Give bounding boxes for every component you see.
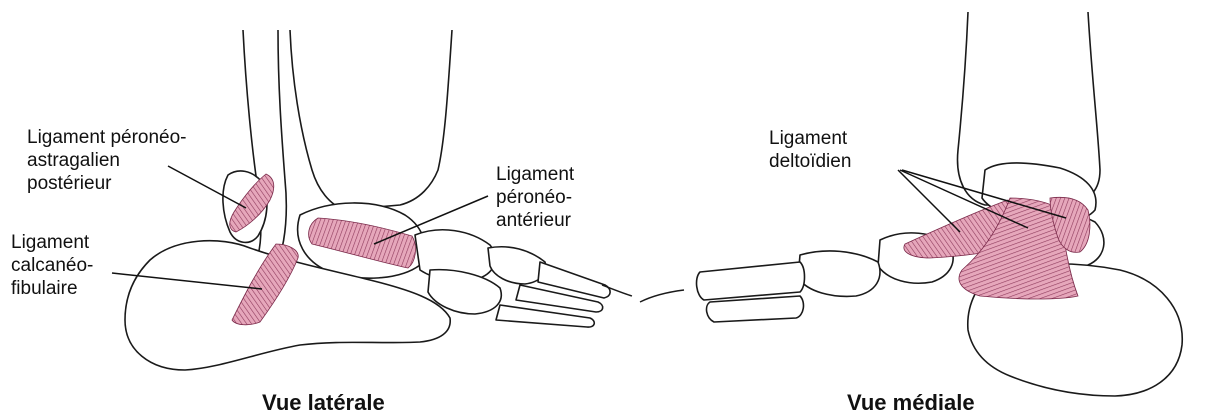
tibia-bone bbox=[290, 30, 452, 210]
view-separator-curves bbox=[602, 285, 684, 302]
label-anterior-talofibular-ligament: Ligament péronéo- antérieur bbox=[496, 163, 574, 232]
label-deltoid-ligament: Ligament deltoïdien bbox=[769, 127, 851, 173]
medial-cuneiform-bone bbox=[798, 251, 880, 296]
medial-ligaments bbox=[904, 197, 1090, 299]
label-posterior-talofibular-ligament: Ligament péronéo- astragalien postérieur bbox=[27, 126, 187, 195]
medial-view-bones bbox=[697, 12, 1183, 396]
cuneiform-bone bbox=[488, 247, 546, 284]
leader-deltoid-1 bbox=[898, 170, 960, 232]
caption-medial-view: Vue médiale bbox=[847, 390, 975, 416]
medial-metatarsal-1 bbox=[697, 262, 805, 300]
label-calcaneofibular-ligament: Ligament calcanéo- fibulaire bbox=[11, 231, 93, 300]
caption-lateral-view: Vue latérale bbox=[262, 390, 385, 416]
medial-metatarsal-2 bbox=[707, 296, 804, 322]
